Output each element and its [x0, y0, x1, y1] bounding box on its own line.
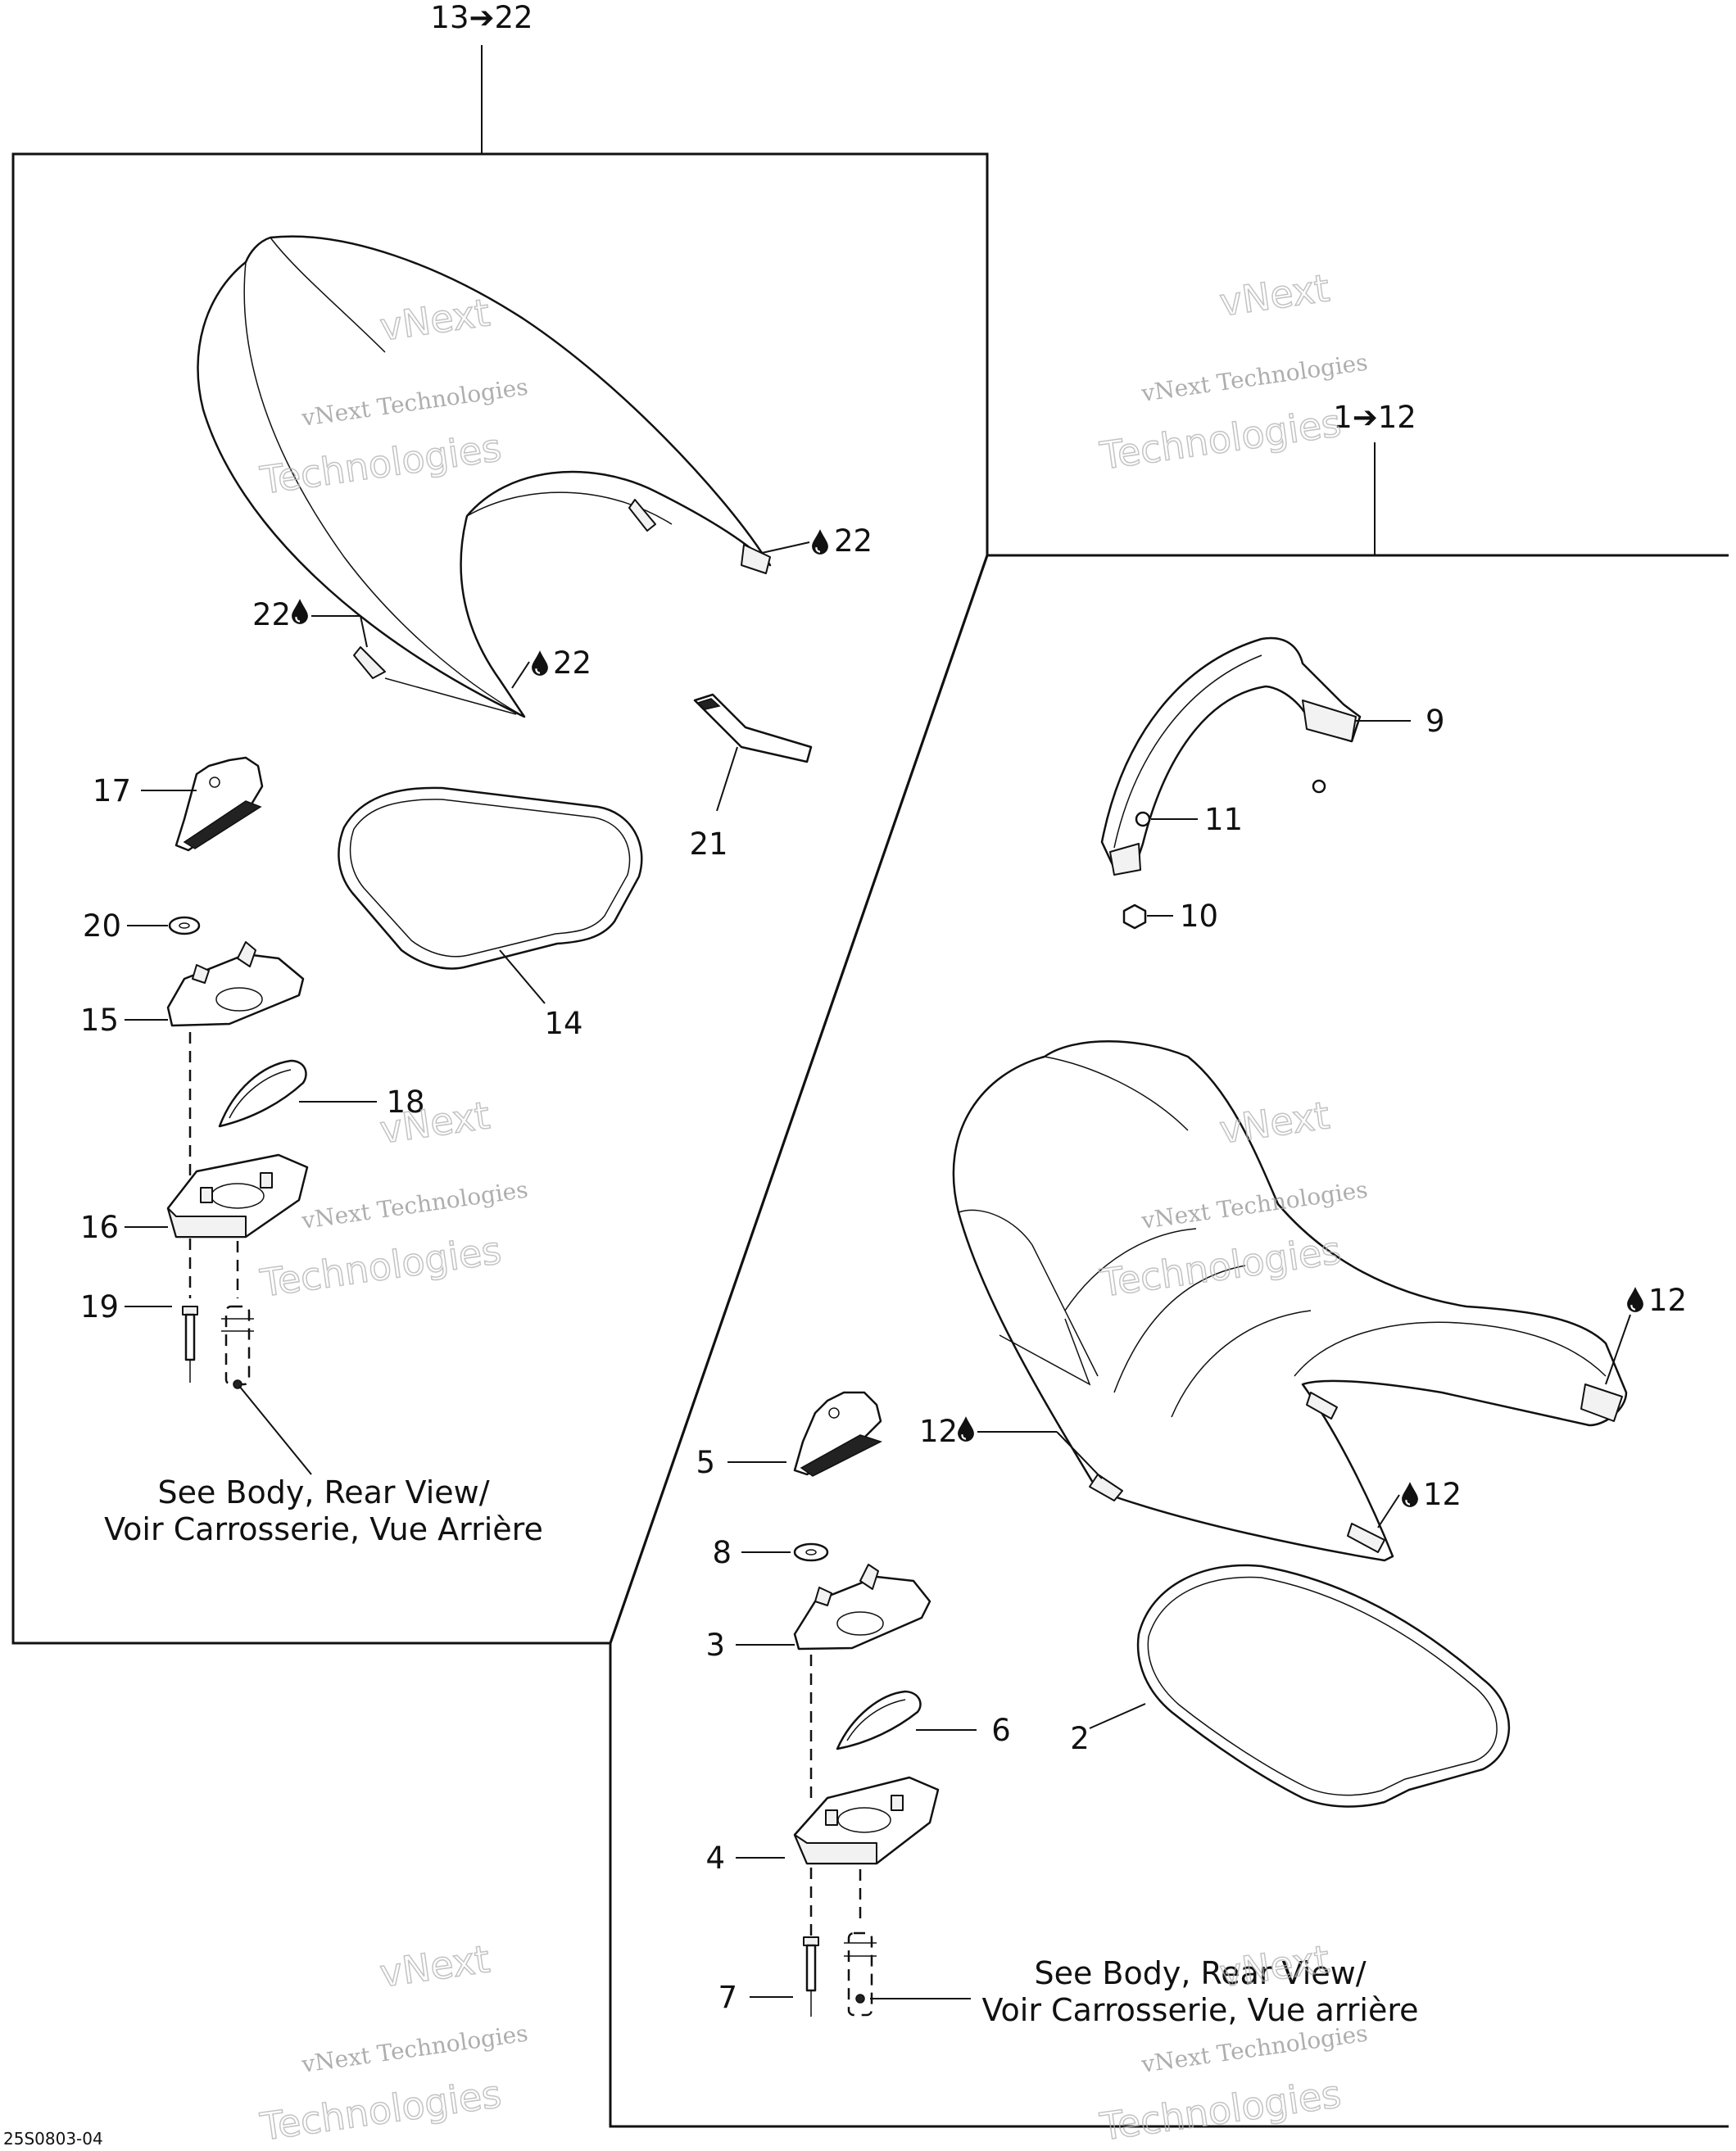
drop-icon [957, 1415, 975, 1442]
callout-20: 20 [83, 908, 121, 944]
svg-text:Technologies: Technologies [257, 1228, 504, 1306]
part-5-latch [793, 1391, 882, 1477]
callout-22: 22 [553, 645, 592, 681]
callout-21: 21 [689, 826, 727, 862]
watermark-5: vNext vNext Technologies Technologies [256, 1936, 529, 2150]
note-rear-view-left-line1: See Body, Rear View/ [157, 1474, 489, 1510]
callout-12: 12 [1648, 1283, 1687, 1318]
callout-5: 5 [696, 1445, 715, 1480]
note-rear-view-left-line2: Voir Carrosserie, Vue Arrière [104, 1511, 543, 1547]
callout-4: 4 [705, 1841, 725, 1876]
drawing-code: 25S0803-04 [3, 2129, 103, 2149]
part-2-seal [1136, 1564, 1511, 1808]
drop-icon [1626, 1286, 1644, 1313]
callout-17: 17 [93, 773, 131, 808]
svg-text:vNext Technologies: vNext Technologies [1139, 349, 1369, 408]
drop-icon [291, 598, 309, 625]
part-14-seal [338, 786, 643, 970]
part-17-latch [175, 756, 264, 852]
callout-19: 19 [80, 1289, 119, 1325]
part-4-base [793, 1776, 940, 1865]
note-rear-view-right-line1: See Body, Rear View/ [1034, 1955, 1366, 1991]
drop-icon [531, 650, 549, 677]
part-19-rivet [182, 1306, 198, 1383]
part-20-washer [168, 916, 201, 935]
callout-18: 18 [386, 1085, 424, 1120]
callout-22: 22 [252, 597, 291, 632]
svg-text:Technologies: Technologies [1097, 401, 1344, 478]
callout-16: 16 [80, 1210, 119, 1245]
callout-14: 14 [544, 1006, 582, 1041]
svg-text:vNext: vNext [377, 1936, 492, 1995]
svg-text:vNext: vNext [1217, 1093, 1332, 1152]
body-fastener-left [221, 1305, 254, 1389]
callout-9: 9 [1426, 704, 1445, 739]
body-fastener-right [844, 1931, 877, 2017]
callout-3: 3 [705, 1628, 725, 1663]
drop-icon [811, 528, 829, 555]
callout-11: 11 [1204, 802, 1243, 837]
part-15-plate [166, 941, 305, 1027]
part-7-rivet [803, 1936, 819, 2017]
callout-8: 8 [712, 1535, 732, 1570]
header-range-right: 1➔12 [1333, 400, 1416, 435]
callout-6: 6 [991, 1713, 1011, 1748]
right-assembly-frame [609, 554, 1729, 2128]
part-16-base [166, 1153, 309, 1239]
part-11-washer [1135, 811, 1151, 827]
callout-22: 22 [834, 523, 873, 559]
svg-text:vNext Technologies: vNext Technologies [299, 2020, 529, 2079]
svg-text:vNext Technologies: vNext Technologies [299, 1176, 529, 1235]
callout-12: 12 [919, 1414, 958, 1449]
svg-text:vNext Technologies: vNext Technologies [1139, 2020, 1369, 2079]
part-18-clip [218, 1059, 307, 1128]
callout-12: 12 [1423, 1477, 1462, 1512]
front-seat-cover [952, 1040, 1628, 1562]
callout-15: 15 [80, 1003, 119, 1038]
part-8-washer [793, 1542, 829, 1562]
watermark-2: vNext vNext Technologies Technologies [1096, 265, 1369, 479]
note-rear-view-right-line2: Voir Carrosserie, Vue arrière [982, 1992, 1419, 2028]
svg-text:Technologies: Technologies [1097, 2072, 1344, 2149]
callout-2: 2 [1070, 1721, 1090, 1756]
svg-text:vNext: vNext [1217, 265, 1332, 324]
part-6-clip [836, 1690, 922, 1750]
header-range-left: 13➔22 [430, 0, 533, 35]
part-9-grab-strap [1100, 636, 1362, 876]
svg-text:Technologies: Technologies [257, 2072, 504, 2149]
part-21-strap [693, 693, 813, 763]
part-3-plate [793, 1564, 931, 1651]
callout-7: 7 [718, 1980, 737, 2015]
part-10-nut [1122, 903, 1147, 930]
callout-10: 10 [1180, 899, 1218, 934]
drop-icon [1401, 1481, 1419, 1508]
rear-seat-cover [197, 235, 772, 718]
